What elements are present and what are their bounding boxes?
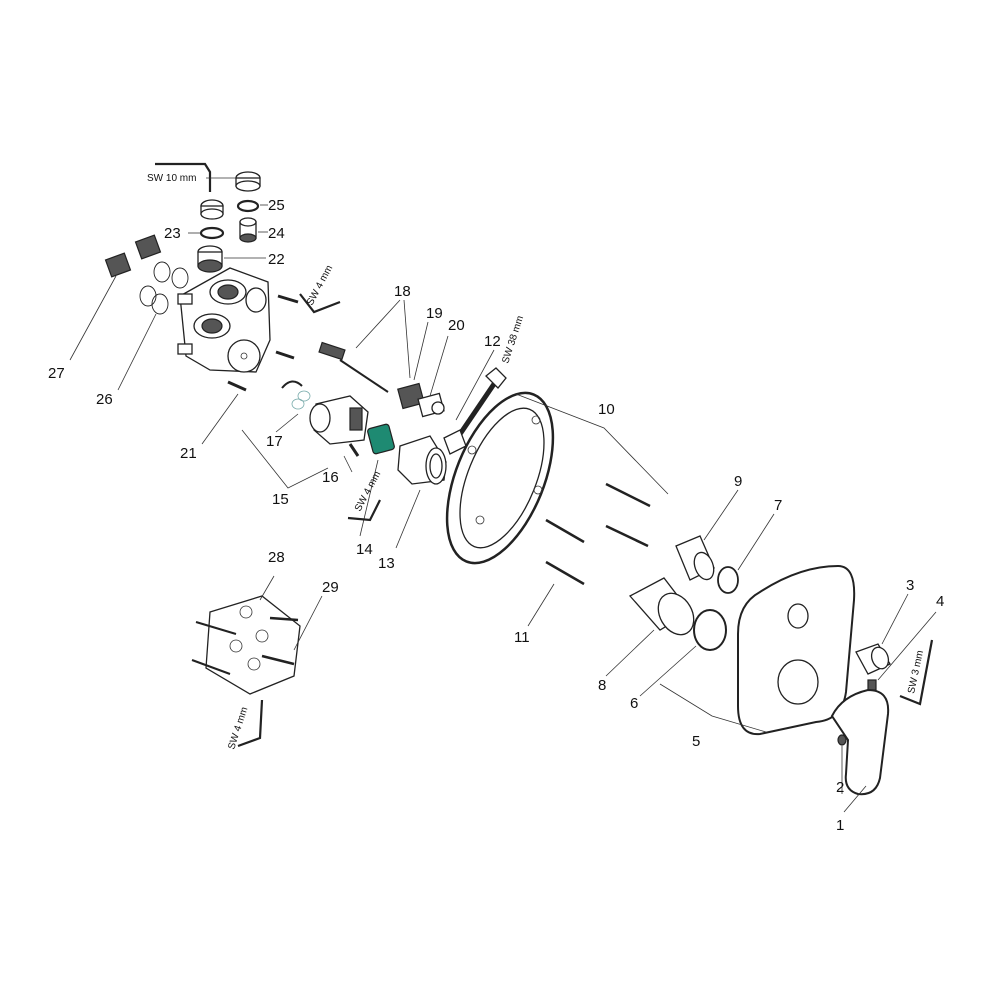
hex-key-sw3: SW 3 mm — [899, 639, 934, 706]
hex-key-sw4-upper: SW 4 mm — [299, 263, 341, 314]
part-6-ring — [639, 609, 727, 697]
callout-24: 24 — [268, 225, 285, 242]
callout-21: 21 — [180, 445, 197, 462]
part-24 — [239, 217, 268, 243]
part-8-sleeve — [605, 577, 695, 677]
part-11-screw — [527, 560, 585, 627]
callout-5: 5 — [692, 733, 700, 750]
callout-26: 26 — [96, 391, 113, 408]
callout-4: 4 — [936, 593, 944, 610]
callout-15: 15 — [272, 491, 289, 508]
callout-17: 17 — [266, 433, 283, 450]
callout-16: 16 — [322, 469, 339, 486]
callout-9: 9 — [734, 473, 742, 490]
hex-key-sw10: SW 10 mm — [147, 162, 236, 192]
part-27-plugs — [69, 234, 162, 361]
callout-11: 11 — [514, 629, 530, 646]
part-14-nut — [359, 423, 395, 537]
o-ring-23 — [188, 226, 225, 240]
part-17-clip — [275, 380, 311, 433]
callout-20: 20 — [448, 317, 465, 334]
part-20-valve-stem — [417, 335, 449, 418]
callout-1: 1 — [836, 817, 844, 834]
part-22 — [197, 245, 266, 273]
part-25-stack — [200, 171, 268, 220]
part-26-rings — [117, 261, 189, 391]
callout-18: 18 — [394, 283, 411, 300]
callout-14: 14 — [356, 541, 373, 558]
callout-23: 23 — [164, 225, 181, 242]
part-3-adapter — [855, 593, 909, 675]
part-16-screw — [343, 443, 360, 473]
part-1-lever-handle — [830, 688, 890, 813]
callout-labels: 1 2 3 4 5 6 7 8 9 10 11 12 13 14 15 16 1… — [48, 197, 944, 834]
part-28-mounting-plate — [191, 575, 301, 695]
part-2-set-screw — [837, 734, 847, 794]
tool-label-sw4-upper: SW 4 mm — [305, 263, 335, 307]
callout-2: 2 — [836, 779, 844, 796]
callout-27: 27 — [48, 365, 65, 382]
hex-key-sw4-bottom: SW 4 mm — [226, 699, 264, 751]
callout-22: 22 — [268, 251, 285, 268]
callout-13: 13 — [378, 555, 395, 572]
part-9-sleeve — [675, 489, 739, 581]
callout-10: 10 — [598, 401, 615, 418]
callout-8: 8 — [598, 677, 606, 694]
callout-28: 28 — [268, 549, 285, 566]
part-13-sleeve — [395, 435, 447, 549]
callout-7: 7 — [774, 497, 782, 514]
callout-29: 29 — [322, 579, 339, 596]
part-10-mounting-ring — [445, 391, 669, 565]
tool-label-sw4-lower: SW 4 mm — [353, 469, 383, 513]
part-7-ring — [717, 513, 775, 594]
callout-12: 12 — [484, 333, 501, 350]
callout-25: 25 — [268, 197, 285, 214]
part-15-cartridge — [241, 395, 369, 489]
part-19-spindle-head — [397, 321, 429, 410]
callout-3: 3 — [906, 577, 914, 594]
tool-label-sw38: SW 38 mm — [500, 314, 526, 364]
part-18-spindle — [318, 299, 411, 393]
part-5-cover-plate — [659, 564, 856, 736]
part-29-screws — [261, 595, 323, 666]
callout-19: 19 — [426, 305, 443, 322]
part-10-screws — [545, 482, 651, 548]
tool-label-sw4-bottom: SW 4 mm — [226, 706, 250, 751]
valve-body — [177, 267, 271, 373]
tool-label-sw10: SW 10 mm — [147, 173, 196, 184]
callout-6: 6 — [630, 695, 638, 712]
part-21-screws — [201, 294, 299, 445]
